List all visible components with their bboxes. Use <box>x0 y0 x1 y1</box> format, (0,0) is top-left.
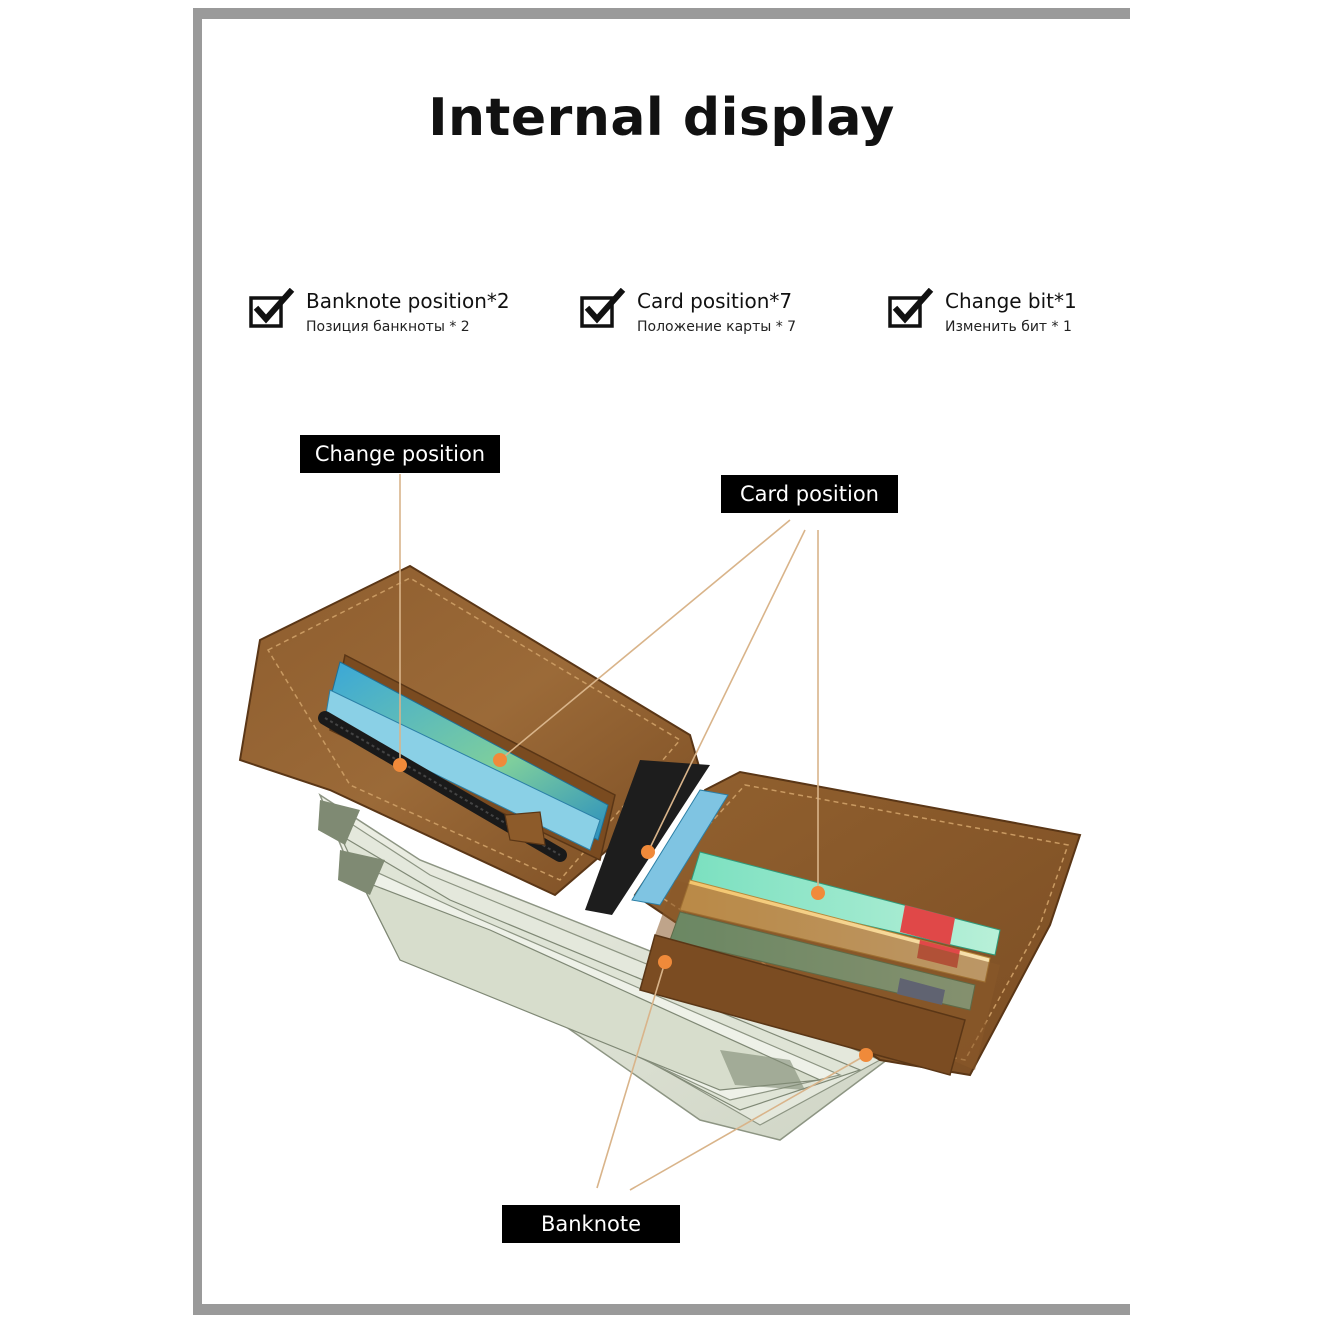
feature-label-en: Card position*7 <box>637 289 793 313</box>
checkbox-check-icon <box>580 288 626 328</box>
feature-label-en: Change bit*1 <box>945 289 1077 313</box>
feature-label-en: Banknote position*2 <box>306 289 510 313</box>
wallet-right-panel <box>631 770 1082 1077</box>
page-title: Internal display <box>428 88 895 148</box>
callout-markers <box>393 753 873 1062</box>
feature-label-ru: Изменить бит * 1 <box>945 319 1072 335</box>
feature-card-position: Card position*7 Положение карты * 7 <box>579 288 796 338</box>
wallet-left-panel <box>238 564 710 915</box>
feature-label-ru: Положение карты * 7 <box>637 319 797 335</box>
feature-change-bit: Change bit*1 Изменить бит * 1 <box>887 288 1077 338</box>
label-banknote: Banknote <box>502 1205 680 1243</box>
checkbox-check-icon <box>888 288 934 328</box>
feature-banknote-position: Banknote position*2 Позиция банкноты * 2 <box>248 288 510 338</box>
label-card-position: Card position <box>721 475 898 513</box>
feature-label-ru: Позиция банкноты * 2 <box>306 319 470 335</box>
banknote-stack <box>318 793 902 1141</box>
label-change-position: Change position <box>300 435 500 473</box>
callout-lines <box>399 474 867 1191</box>
checkbox-check-icon <box>249 288 295 328</box>
